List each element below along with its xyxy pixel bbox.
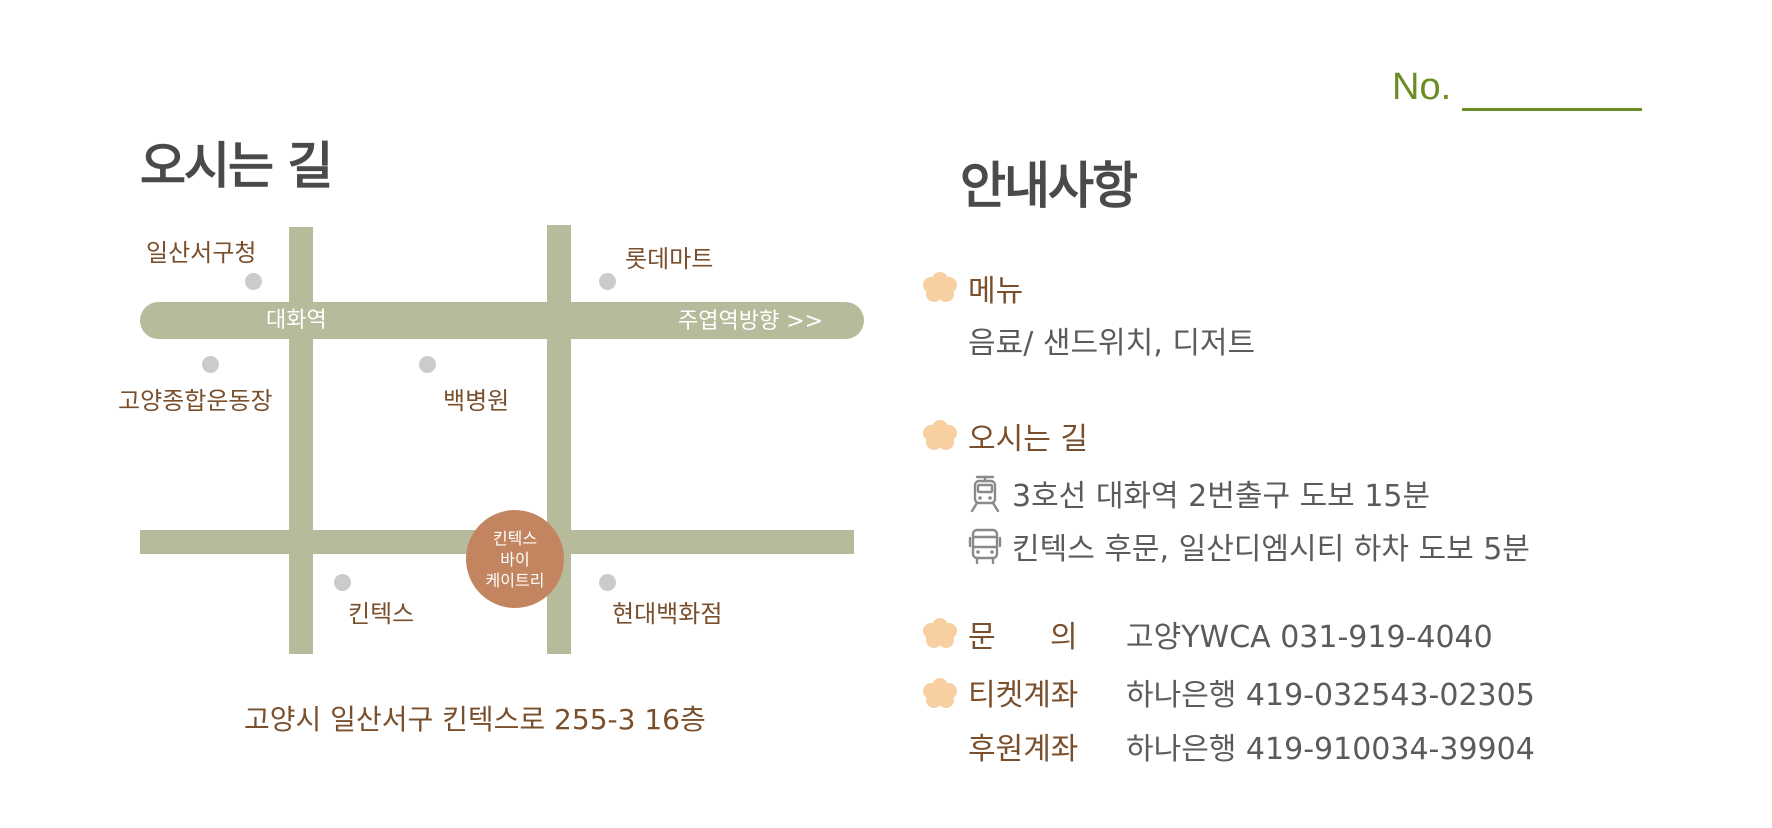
flower-bullet-icon [923, 420, 957, 450]
hyundai-dept-store-label: 현대백화점 [612, 600, 723, 628]
venue-marker-line3: 케이트리 [485, 570, 545, 590]
lotte-mart-dot [599, 273, 616, 290]
baek-hospital-label: 백병원 [443, 387, 510, 415]
ticket-number-blank [1462, 108, 1642, 111]
road-horizontal-top [140, 302, 864, 339]
baek-hospital-dot [419, 356, 436, 373]
info-title: 안내사항 [960, 157, 1138, 215]
menu-label: 메뉴 [968, 274, 1024, 309]
ilsan-seogu-office-dot [245, 273, 262, 290]
donation-account-label: 후원계좌 [968, 732, 1079, 767]
lotte-mart-label: 롯데마트 [625, 245, 714, 273]
venue-marker: 킨텍스 바이 케이트리 [466, 510, 564, 608]
ticket-number-label: No. [1392, 66, 1452, 108]
hyundai-dept-store-dot [599, 574, 616, 591]
venue-address: 고양시 일산서구 킨텍스로 255-3 16층 [244, 703, 706, 736]
inquiry-text: 고양YWCA 031-919-4040 [1126, 620, 1493, 655]
venue-marker-line2: 바이 [500, 549, 530, 569]
directions-title: 오시는 길 [140, 137, 333, 195]
goyang-sports-complex-dot [202, 356, 219, 373]
train-icon [970, 475, 1000, 513]
ilsan-seogu-office-label: 일산서구청 [146, 239, 257, 267]
goyang-sports-complex-label: 고양종합운동장 [118, 387, 273, 415]
donation-account-text: 하나은행 419-910034-39904 [1126, 732, 1535, 767]
inquiry-label-part1: 문 [968, 620, 996, 655]
bus-directions-text: 킨텍스 후문, 일산디엠시티 하차 도보 5분 [1012, 532, 1530, 567]
kintex-dot [334, 574, 351, 591]
road-vertical-left [289, 227, 313, 654]
daehwa-station-label: 대화역 [266, 308, 327, 333]
subway-directions-text: 3호선 대화역 2번출구 도보 15분 [1012, 479, 1431, 514]
menu-text: 음료/ 샌드위치, 디저트 [968, 326, 1256, 361]
kintex-label: 킨텍스 [348, 600, 415, 628]
bus-icon [968, 528, 1002, 565]
route-label: 오시는 길 [968, 422, 1088, 457]
ticket-account-label: 티켓계좌 [968, 678, 1079, 713]
toward-juyeop-label: 주엽역방향 >> [678, 309, 824, 334]
venue-marker-line1: 킨텍스 [492, 528, 538, 548]
flower-bullet-icon [923, 678, 957, 708]
flower-bullet-icon [923, 618, 957, 648]
ticket-account-text: 하나은행 419-032543-02305 [1126, 678, 1535, 713]
inquiry-label-part2: 의 [1050, 620, 1078, 655]
flower-bullet-icon [923, 272, 957, 302]
